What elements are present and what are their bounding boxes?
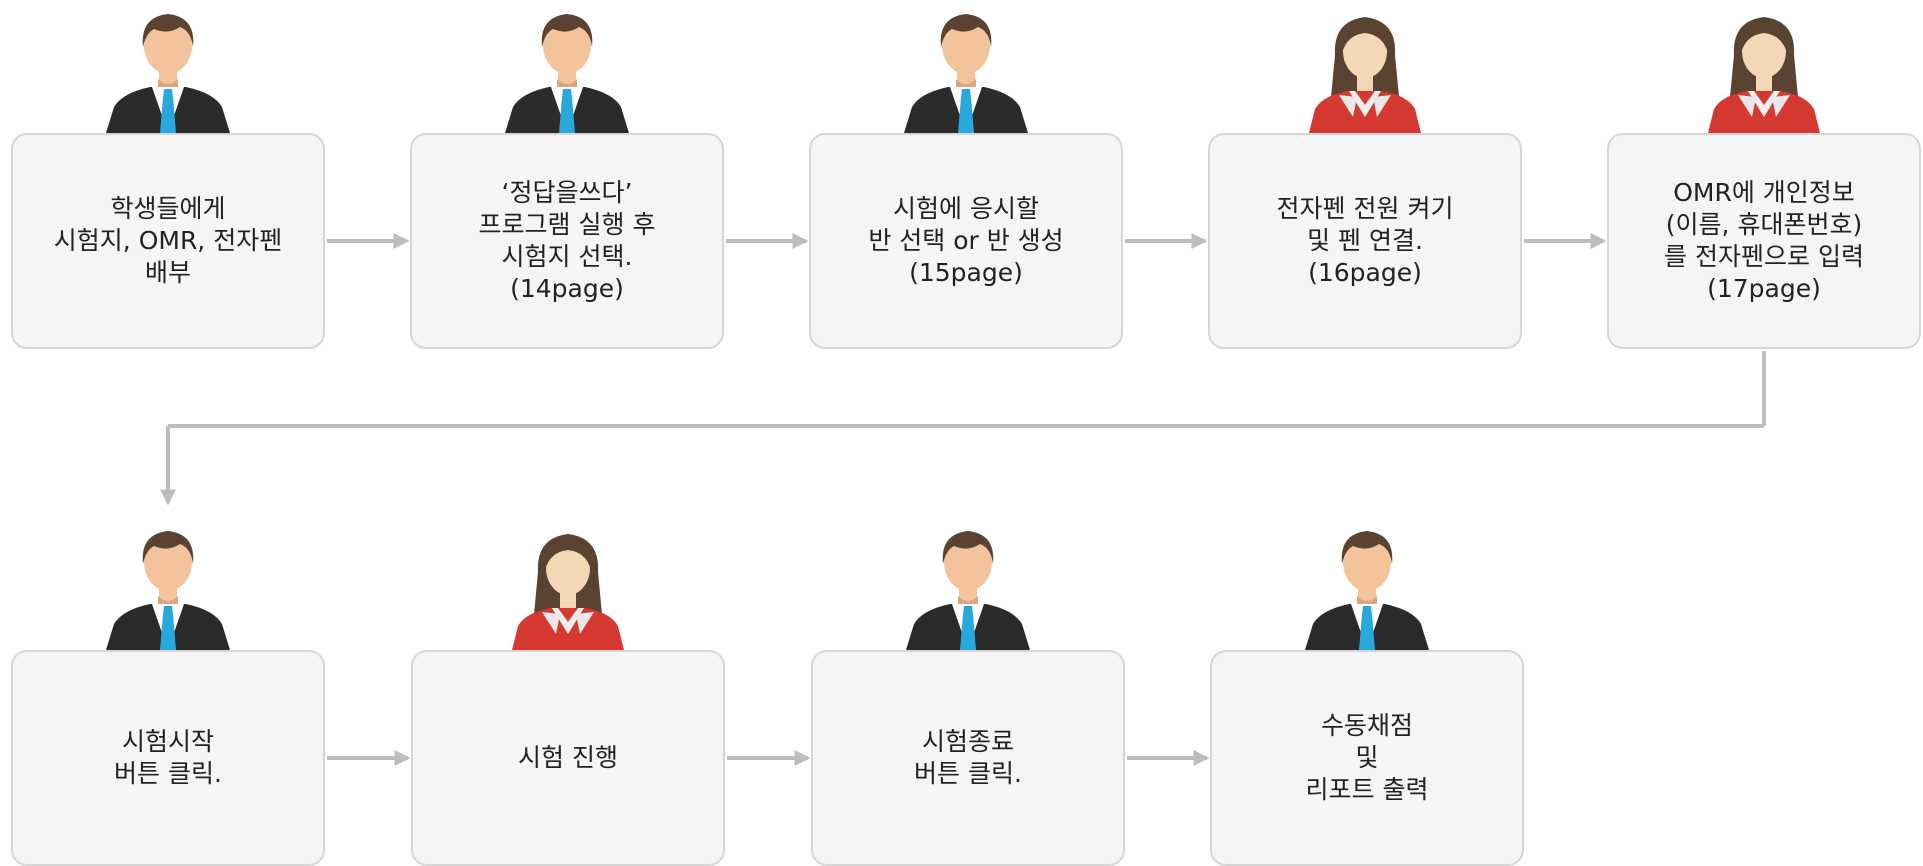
step-text-line: 전자펜 전원 켜기 (1276, 194, 1454, 223)
female-person-icon (1694, 5, 1834, 133)
step-text-line: 리포트 출력 (1305, 775, 1429, 804)
step-text-line: (14page) (510, 274, 624, 303)
female-person-icon (498, 522, 638, 650)
step-text-line: 시험지 선택. (501, 242, 633, 271)
step-box: OMR에 개인정보 (이름, 휴대폰번호) 를 전자펜으로 입력 (17page) (1607, 133, 1921, 349)
step-text-line: 버튼 클릭. (914, 759, 1022, 788)
step-text-line: 버튼 클릭. (114, 759, 222, 788)
step-text-line: 배부 (144, 258, 191, 287)
male-person-icon (1297, 522, 1437, 650)
male-person-icon (898, 522, 1038, 650)
step-text-line: (17page) (1707, 274, 1821, 303)
step-text-line: 시험 진행 (518, 743, 618, 772)
step-text-line: 를 전자펜으로 입력 (1664, 242, 1864, 271)
female-person-icon (1295, 5, 1435, 133)
step-text-line: (이름, 휴대폰번호) (1665, 210, 1863, 239)
male-person-icon (98, 522, 238, 650)
step-text-line: (15page) (909, 258, 1023, 287)
step-text-line: 학생들에게 (110, 194, 226, 223)
step-text-line: 시험시작 (121, 727, 214, 756)
step-box: 시험 진행 (411, 650, 725, 866)
step-text-line: 시험지, OMR, 전자펜 (53, 226, 283, 255)
step-text-line: OMR에 개인정보 (1673, 178, 1855, 207)
step-text-line: (16page) (1308, 258, 1422, 287)
step-text-line: 프로그램 실행 후 (478, 210, 656, 239)
male-person-icon (98, 5, 238, 133)
step-text-line: 시험에 응시할 (893, 194, 1039, 223)
step-text-line: 시험종료 (921, 727, 1014, 756)
step-text-line: 및 (1355, 743, 1379, 772)
step-text-line: 및 펜 연결. (1307, 226, 1423, 255)
step-text-line: 수동채점 (1320, 711, 1413, 740)
male-person-icon (497, 5, 637, 133)
male-person-icon (896, 5, 1036, 133)
step-text-line: 반 선택 or 반 생성 (868, 226, 1064, 255)
step-text-line: ‘정답을쓰다’ (501, 178, 633, 207)
